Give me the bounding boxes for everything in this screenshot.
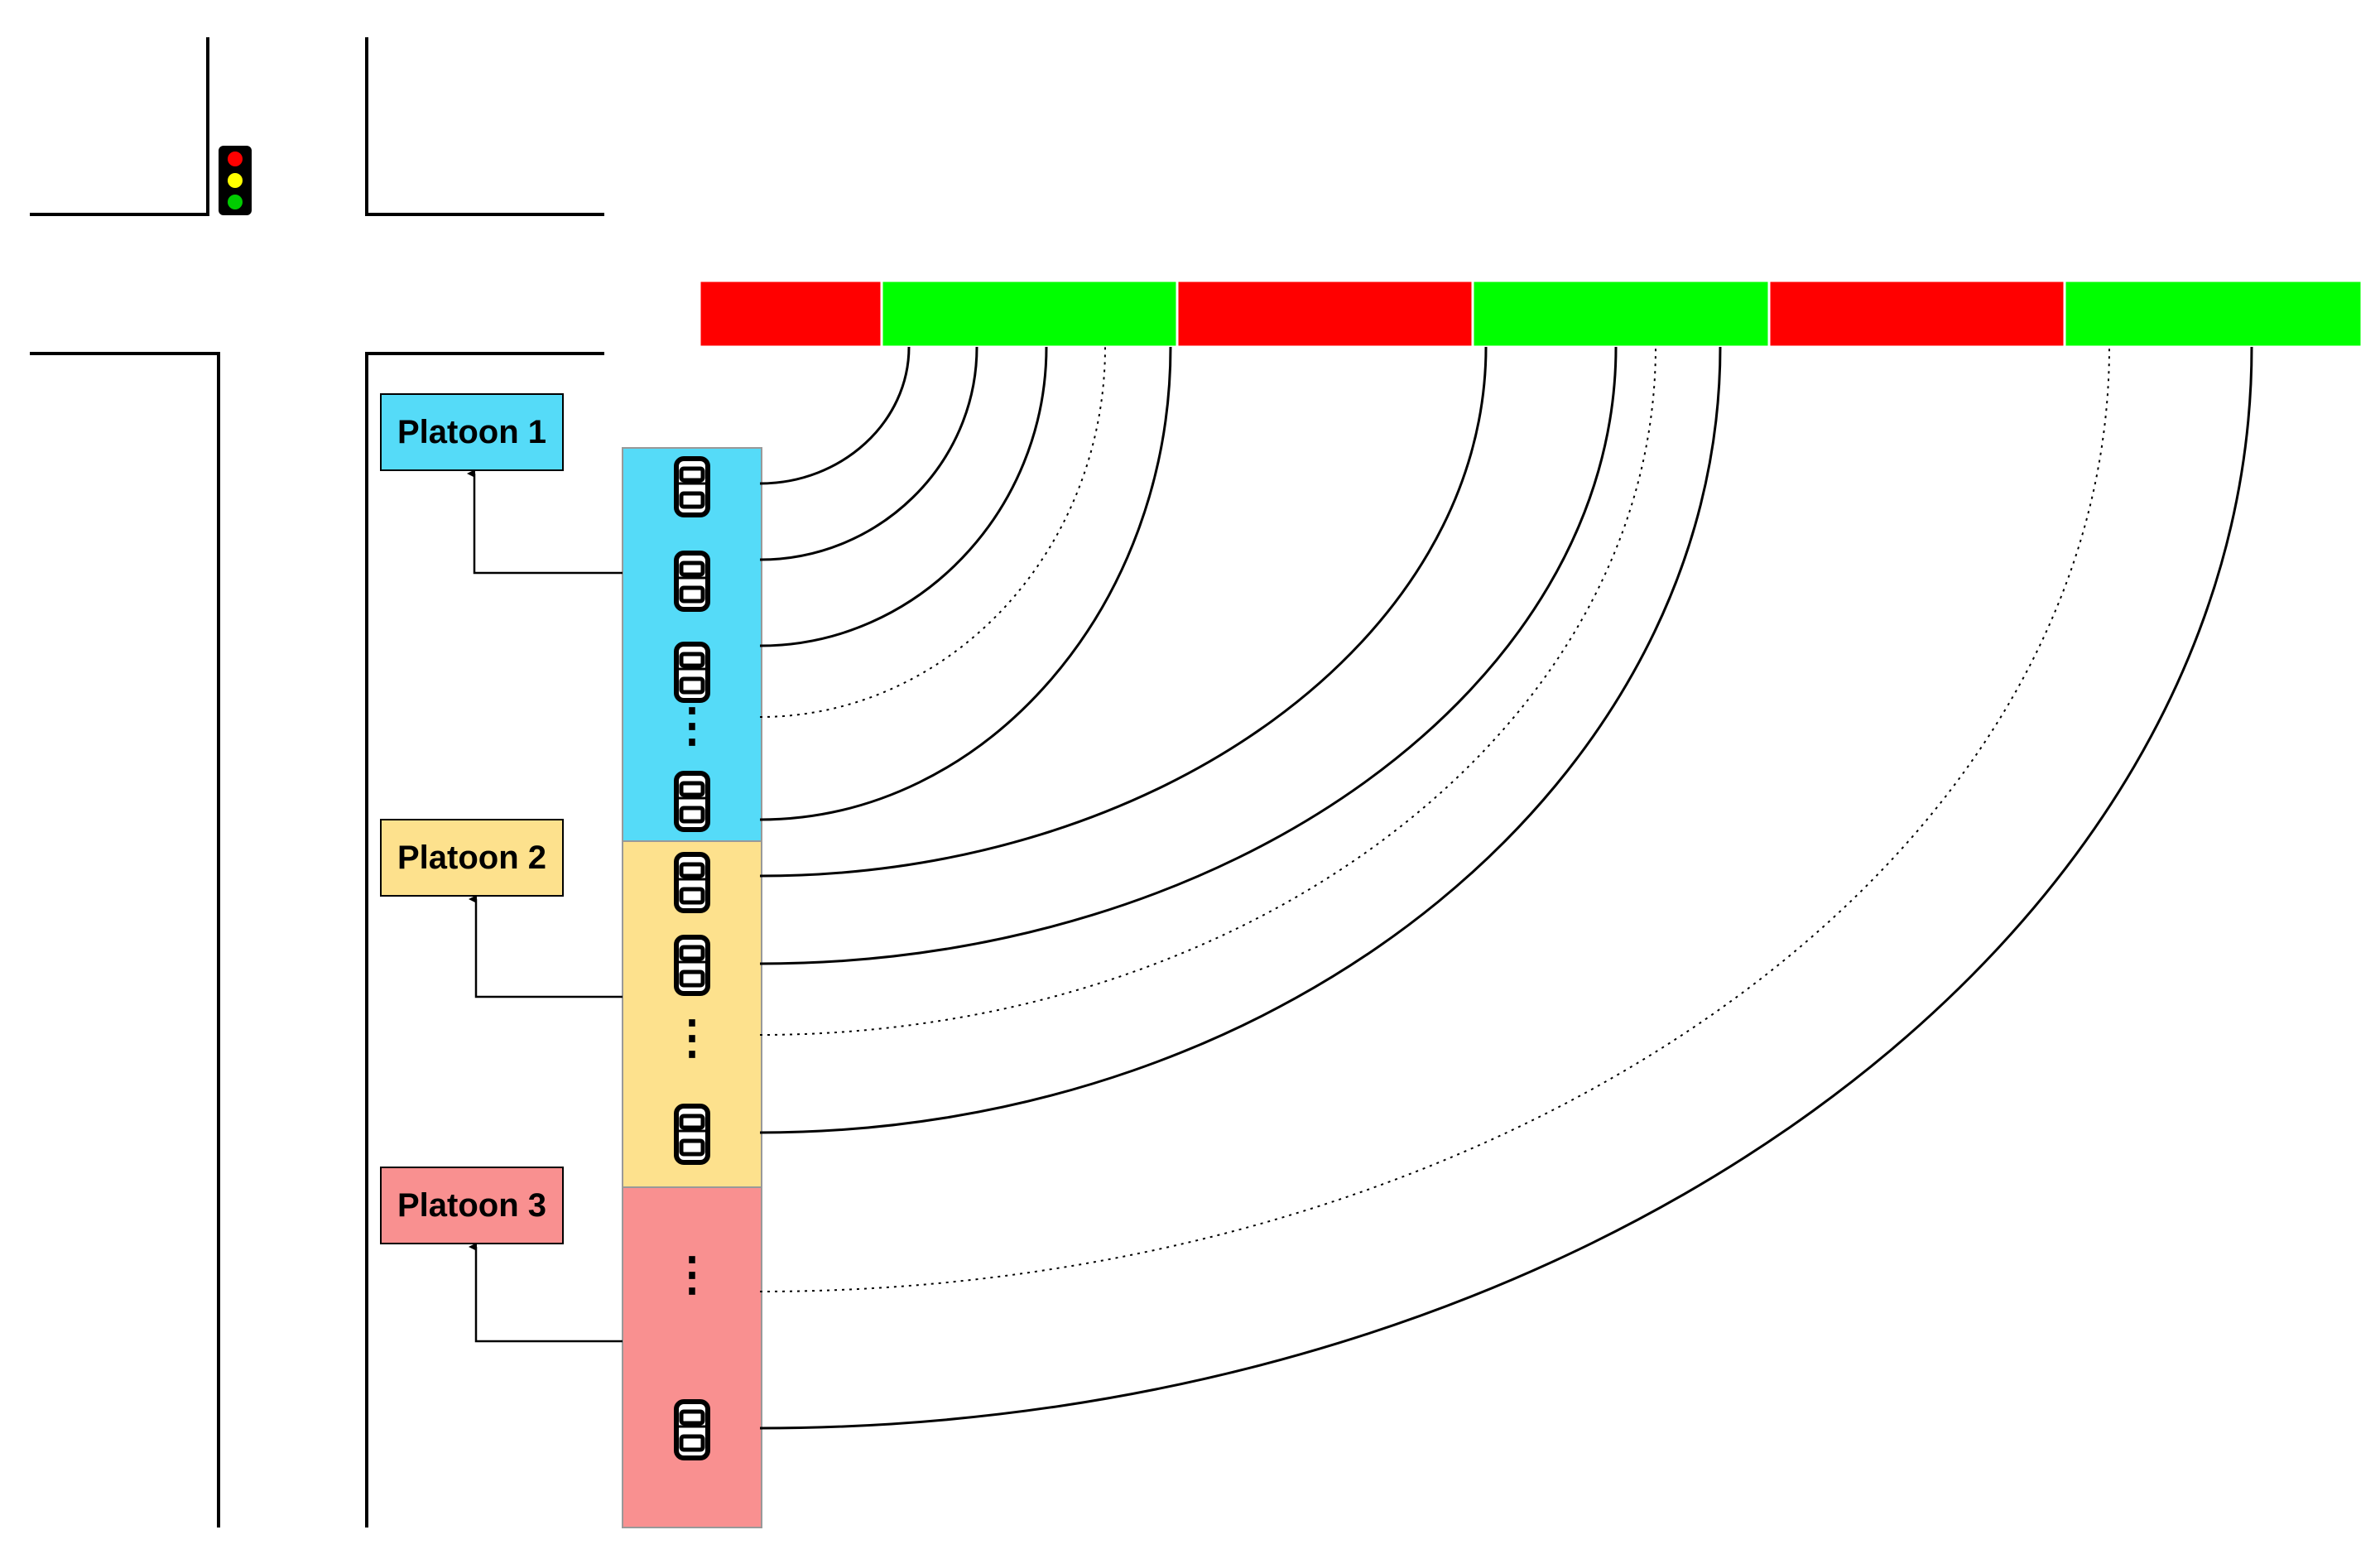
platoon-1-arrow	[467, 469, 623, 575]
platoon-2-label-box	[380, 819, 564, 897]
platoon-1-vehicle-3-car-icon	[676, 644, 708, 700]
platoon-3-ellipsis: ⋮	[669, 1248, 715, 1300]
phase-segment-5-red	[1767, 279, 2066, 349]
platoon-1-label: Platoon 1	[397, 414, 546, 450]
platoon-1-label-box	[380, 393, 564, 471]
platoon-column: ⋮ ⋮ ⋮	[622, 447, 762, 1528]
road-edge-bottom-left	[30, 352, 220, 1528]
link-platoon-1-vehicle-1-to-phase-1	[759, 346, 911, 485]
link-platoon-3-vehicle-last-to-phase-5	[759, 346, 2253, 1430]
link-platoon-2-vehicle-1-to-phase-3	[759, 346, 1488, 878]
light-yellow	[228, 173, 243, 188]
platoon-labels: Platoon 1 Platoon 2 Platoon 3	[380, 393, 623, 1343]
platoon-1-vehicle-2-car-icon	[676, 553, 708, 609]
phase-segment-4-green	[1471, 279, 1771, 349]
link-platoon-2-vehicle-2-to-phase-3	[759, 346, 1618, 965]
link-platoon-2-vehicle-last-to-phase-3	[759, 346, 1722, 1134]
platoon-2-arrow	[469, 895, 623, 998]
platoon-2-label: Platoon 2	[397, 840, 546, 876]
platoon-2-vehicle-1-car-icon	[676, 854, 708, 911]
platoon-3-vehicle-last-car-icon	[676, 1402, 708, 1458]
platoon-2-vehicle-last-car-icon	[676, 1106, 708, 1162]
vehicle-phase-links	[759, 346, 2253, 1430]
platoon-3-label-group: Platoon 3	[380, 1167, 623, 1343]
traffic-light-icon	[219, 146, 252, 215]
road-edge-top-left	[30, 37, 209, 216]
platoon-3-arrow	[469, 1243, 623, 1343]
intersection-roads	[30, 37, 604, 1528]
light-red	[228, 152, 243, 166]
platoon-3-label: Platoon 3	[397, 1187, 546, 1224]
link-platoon-1-vehicle-3-to-phase-1	[759, 346, 1048, 647]
phase-segment-6-green	[2063, 279, 2363, 349]
light-green	[228, 195, 243, 209]
link-platoon-1-vehicle-2-to-phase-1	[759, 346, 978, 561]
platoon-1-ellipsis: ⋮	[669, 699, 715, 751]
link-platoon-1-vehicle-ellipsis-to-phase-1	[759, 346, 1106, 718]
road-edge-top-right	[365, 37, 604, 216]
platoon-3-block	[622, 1186, 762, 1528]
platoon-2-ellipsis: ⋮	[669, 1011, 715, 1063]
phase-segment-2-green	[880, 279, 1179, 349]
platoon-2-label-group: Platoon 2	[380, 819, 623, 998]
signal-phase-bar	[698, 279, 2363, 349]
platoon-3-label-box	[380, 1167, 564, 1244]
phase-segment-1-red	[698, 279, 883, 349]
platoon-1-label-group: Platoon 1	[380, 393, 623, 575]
link-platoon-3-vehicle-ellipsis-to-phase-5	[759, 346, 2110, 1292]
link-platoon-2-vehicle-ellipsis-to-phase-3	[759, 346, 1656, 1036]
platoon-1-vehicle-1-car-icon	[676, 459, 708, 515]
link-platoon-1-vehicle-last-to-phase-1	[759, 346, 1172, 821]
phase-segment-3-red	[1176, 279, 1474, 349]
platoon-1-vehicle-last-car-icon	[676, 773, 708, 830]
road-edge-bottom-right	[365, 352, 604, 1528]
platoon-2-vehicle-2-car-icon	[676, 937, 708, 994]
